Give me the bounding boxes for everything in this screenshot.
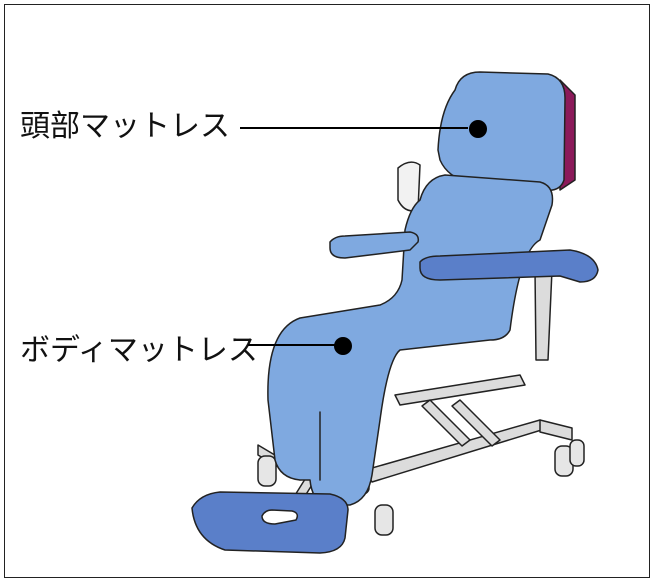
body-mattress	[267, 174, 554, 506]
head-mattress	[437, 71, 566, 192]
footrest-handle-slot	[261, 509, 299, 525]
body-mattress-pointer-dot	[334, 337, 352, 355]
head-mattress-label: 頭部マットレス	[20, 109, 230, 144]
left-armrest	[329, 231, 420, 259]
leader-lines	[240, 127, 468, 346]
chair-base-frame	[257, 269, 573, 505]
body-mattress-label: ボディマットレス	[20, 333, 258, 368]
head-mattress-pointer-dot	[469, 120, 487, 138]
right-armrest	[419, 249, 599, 283]
